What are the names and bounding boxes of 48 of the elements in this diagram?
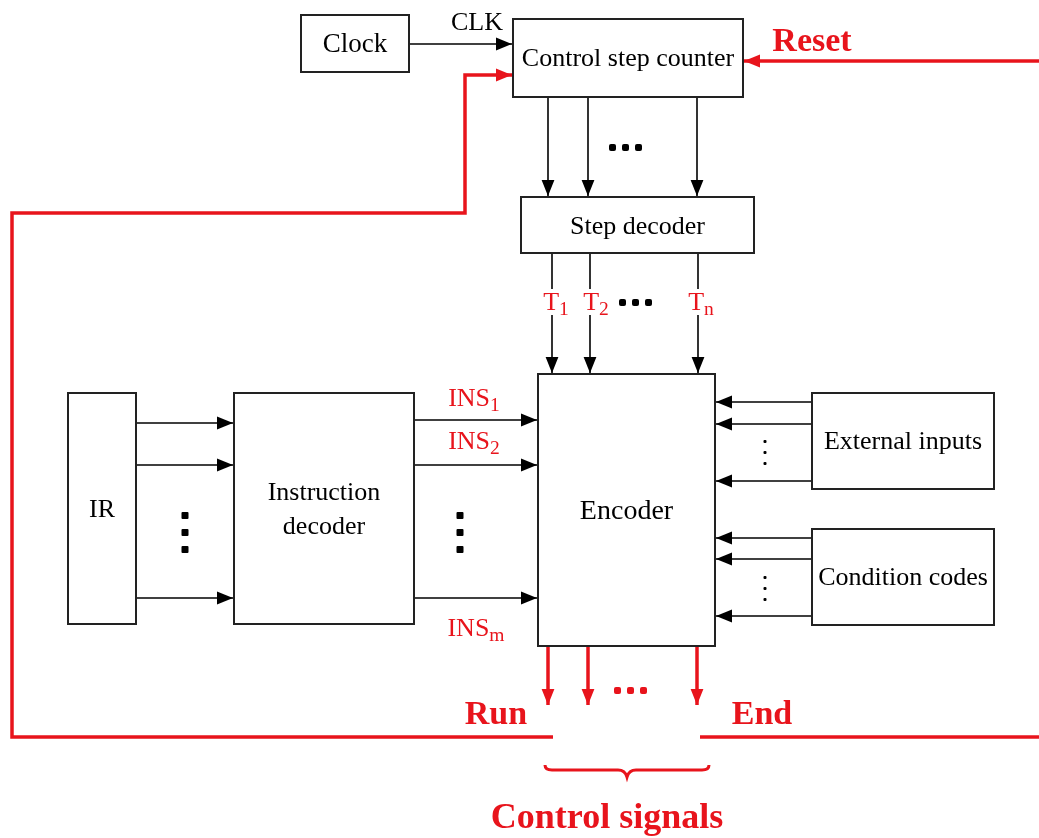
- arrow: [136, 591, 234, 605]
- arrow: [541, 97, 555, 197]
- block-label: Encoder: [579, 493, 674, 527]
- arrow: [581, 97, 595, 197]
- arrow: [10, 68, 553, 739]
- arrow: [715, 474, 812, 488]
- arrow: [690, 97, 704, 197]
- signal-label: End: [731, 696, 793, 730]
- edge-label: INS$_{1}$: [448, 385, 500, 411]
- edge-label: INS$_{2}$: [448, 428, 500, 454]
- block-label: Condition codes: [818, 562, 988, 592]
- edge-label: INS$_{m}$: [447, 615, 505, 641]
- block-label: Control step counter: [521, 45, 735, 71]
- block-box: [520, 196, 755, 254]
- block-box: [300, 14, 410, 73]
- arrow: [414, 458, 538, 472]
- arrow: [409, 37, 513, 51]
- edge-label: Reset: [772, 23, 852, 57]
- arrow: [136, 416, 234, 430]
- block-box: [233, 392, 415, 625]
- edge-label: T$_{n}$: [686, 289, 716, 315]
- block-label: Clock: [322, 27, 388, 61]
- arrow: [581, 647, 595, 705]
- block-box: [67, 392, 137, 625]
- block-label: IR: [89, 493, 115, 525]
- block-box: [811, 528, 995, 626]
- arrow: [744, 54, 1039, 68]
- edge-label: CLK: [451, 9, 503, 35]
- arrow: [715, 417, 812, 431]
- block-box: [537, 373, 716, 647]
- arrow: [414, 413, 538, 427]
- block-label: External inputs: [823, 427, 983, 455]
- arrow: [715, 609, 812, 623]
- arrow: [136, 458, 234, 472]
- arrow: [715, 531, 812, 545]
- block-box: [512, 18, 744, 98]
- edge-label: T$_{2}$: [581, 289, 611, 315]
- arrow: [715, 552, 812, 566]
- arrow: [414, 591, 538, 605]
- block-label: Step decoder: [570, 209, 705, 242]
- block-box: [811, 392, 995, 490]
- arrow: [715, 395, 812, 409]
- signal-label: Control signals: [490, 798, 724, 834]
- signal-label: Run: [464, 696, 528, 730]
- arrow: [541, 647, 555, 705]
- block-label: Instruction decoder: [266, 475, 382, 542]
- edge-label: T$_{1}$: [541, 289, 571, 315]
- arrow: [690, 647, 704, 705]
